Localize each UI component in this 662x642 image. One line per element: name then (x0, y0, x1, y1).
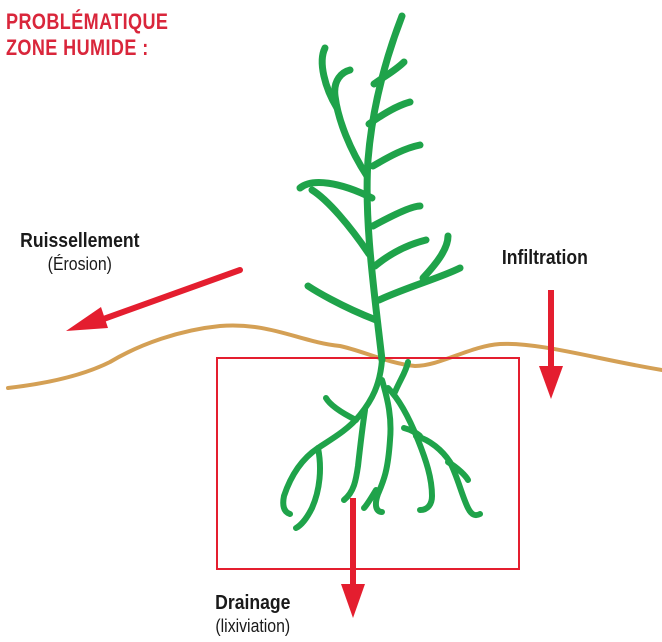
soil-surface-line (8, 325, 662, 388)
root (283, 360, 382, 514)
leaf (312, 190, 369, 254)
plant (300, 16, 460, 360)
root (388, 388, 432, 510)
diagram-title: PROBLÉMATIQUE ZONE HUMIDE : (6, 9, 168, 61)
drainage-label-sub: (lixiviation) (215, 615, 290, 637)
drainage-label: Drainage (lixiviation) (215, 591, 290, 637)
drainage-label-main: Drainage (215, 591, 290, 615)
leaf (308, 286, 376, 320)
leaf (379, 268, 460, 300)
infiltration-arrow (539, 290, 563, 399)
root (404, 428, 420, 436)
runoff-label-sub: (Érosion) (20, 253, 139, 275)
runoff-label-main: Ruissellement (20, 229, 139, 253)
title-line-1: PROBLÉMATIQUE (6, 9, 168, 35)
root-zone-box (217, 358, 519, 569)
leaf (373, 145, 420, 166)
infiltration-label: Infiltration (502, 246, 588, 270)
root (416, 436, 480, 515)
root (326, 398, 356, 420)
leaf (373, 206, 420, 226)
runoff-label: Ruissellement (Érosion) (20, 229, 139, 275)
runoff-arrow (66, 270, 240, 331)
title-line-2: ZONE HUMIDE : (6, 35, 168, 61)
leaf (335, 70, 367, 176)
leaf (375, 240, 426, 266)
infiltration-label-main: Infiltration (502, 246, 588, 270)
root (395, 362, 408, 392)
drainage-arrow (341, 498, 365, 618)
plant-roots (283, 360, 480, 528)
